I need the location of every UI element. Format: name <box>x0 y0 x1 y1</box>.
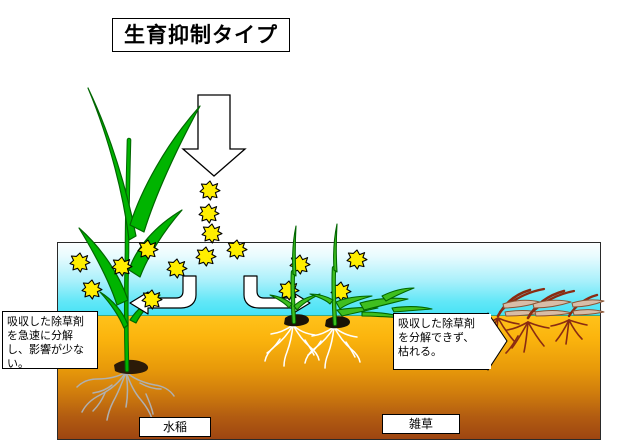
paddy-field <box>57 242 601 440</box>
page-title: 生育抑制タイプ <box>124 22 278 47</box>
label-weed: 雑草 <box>382 414 460 434</box>
diagram-title-box: 生育抑制タイプ <box>112 18 290 52</box>
rice-callout: 吸収した除草剤を急速に分解し、影響が少ない。 <box>2 311 98 370</box>
herbicide-particle-group-air <box>198 180 223 244</box>
water-layer <box>58 243 600 316</box>
down-arrow-icon <box>181 94 247 177</box>
label-rice: 水稲 <box>139 417 211 437</box>
weed-callout: 吸収した除草剤を分解できず、枯れる。 <box>393 313 489 370</box>
water-soil-boundary <box>58 315 600 316</box>
